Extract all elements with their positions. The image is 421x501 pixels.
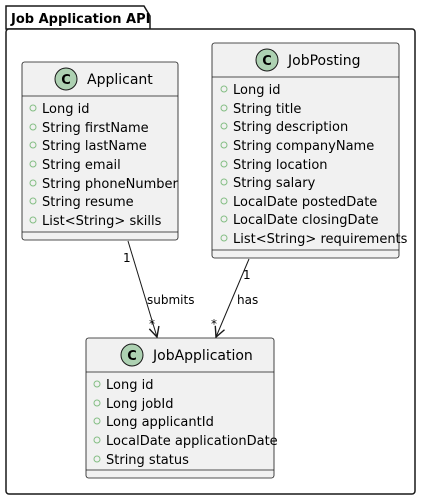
visibility-marker-icon xyxy=(29,104,37,112)
attribute-list: Long id String firstName String lastName… xyxy=(29,102,178,229)
class-attribute: String title xyxy=(233,102,301,117)
visibility-marker-icon xyxy=(220,122,228,130)
class-attribute: LocalDate applicationDate xyxy=(106,434,278,449)
visibility-marker-icon xyxy=(93,380,101,388)
relation-label: submits xyxy=(147,293,194,307)
visibility-marker-icon xyxy=(220,178,228,186)
visibility-marker-icon xyxy=(29,197,37,205)
visibility-marker-icon xyxy=(220,141,228,149)
class-attribute: String lastName xyxy=(42,139,147,154)
visibility-marker-icon xyxy=(29,160,37,168)
visibility-marker-icon xyxy=(29,216,37,224)
association-arrow xyxy=(216,258,250,337)
package-title: Job Application API xyxy=(10,12,150,27)
class-attribute: List<String> skills xyxy=(42,214,162,229)
visibility-marker-icon xyxy=(29,179,37,187)
association-arrow xyxy=(127,240,157,337)
visibility-marker-icon xyxy=(93,455,101,463)
visibility-marker-icon xyxy=(220,215,228,223)
attribute-list: Long id String title String description … xyxy=(220,83,408,247)
class-icon-letter: C xyxy=(262,54,272,69)
relation-label: has xyxy=(237,293,258,307)
class-attribute: Long id xyxy=(42,102,89,117)
class-jobapplication: C JobApplication Long id Long jobId Long… xyxy=(85,337,278,479)
class-name: JobApplication xyxy=(152,348,253,364)
visibility-marker-icon xyxy=(29,141,37,149)
attribute-list: Long id Long jobId Long applicantId Loca… xyxy=(93,378,278,468)
visibility-marker-icon xyxy=(220,104,228,112)
class-box xyxy=(85,337,275,479)
class-attribute: Long id xyxy=(233,83,280,98)
class-attribute: String salary xyxy=(233,176,316,191)
class-attribute: String firstName xyxy=(42,121,149,136)
visibility-marker-icon xyxy=(220,85,228,93)
class-attribute: Long id xyxy=(106,378,153,393)
class-jobposting: C JobPosting Long id String title String… xyxy=(211,42,408,259)
class-attribute: LocalDate postedDate xyxy=(233,195,377,210)
class-icon-letter: C xyxy=(127,349,137,364)
visibility-marker-icon xyxy=(220,234,228,242)
visibility-marker-icon xyxy=(220,197,228,205)
class-attribute: String location xyxy=(233,158,328,173)
class-attribute: List<String> requirements xyxy=(233,232,408,247)
multiplicity-source: 1 xyxy=(123,251,131,265)
multiplicity-target: * xyxy=(149,317,155,331)
class-box xyxy=(211,42,400,259)
class-attribute: String status xyxy=(106,453,189,468)
class-attribute: Long applicantId xyxy=(106,415,214,430)
class-icon xyxy=(120,343,144,367)
package-tab xyxy=(5,5,151,30)
relation-has: has 1 * xyxy=(211,258,258,337)
class-name: Applicant xyxy=(87,72,153,88)
visibility-marker-icon xyxy=(93,399,101,407)
class-name: JobPosting xyxy=(287,53,361,69)
class-icon-letter: C xyxy=(61,73,71,88)
visibility-marker-icon xyxy=(220,160,228,168)
visibility-marker-icon xyxy=(93,417,101,425)
class-attribute: String resume xyxy=(42,195,134,210)
class-icon xyxy=(54,67,78,91)
multiplicity-source: 1 xyxy=(243,268,251,282)
class-attribute: String phoneNumber xyxy=(42,177,178,192)
visibility-marker-icon xyxy=(29,123,37,131)
class-icon xyxy=(255,48,279,72)
class-attribute: String email xyxy=(42,158,121,173)
relation-submits: submits 1 * xyxy=(123,240,194,337)
class-attribute: Long jobId xyxy=(106,397,174,412)
class-attribute: String companyName xyxy=(233,139,374,154)
visibility-marker-icon xyxy=(93,436,101,444)
class-attribute: LocalDate closingDate xyxy=(233,213,379,228)
multiplicity-target: * xyxy=(211,317,217,331)
class-attribute: String description xyxy=(233,120,348,135)
class-applicant: C Applicant Long id String firstName Str… xyxy=(21,61,179,241)
class-box xyxy=(21,61,179,241)
